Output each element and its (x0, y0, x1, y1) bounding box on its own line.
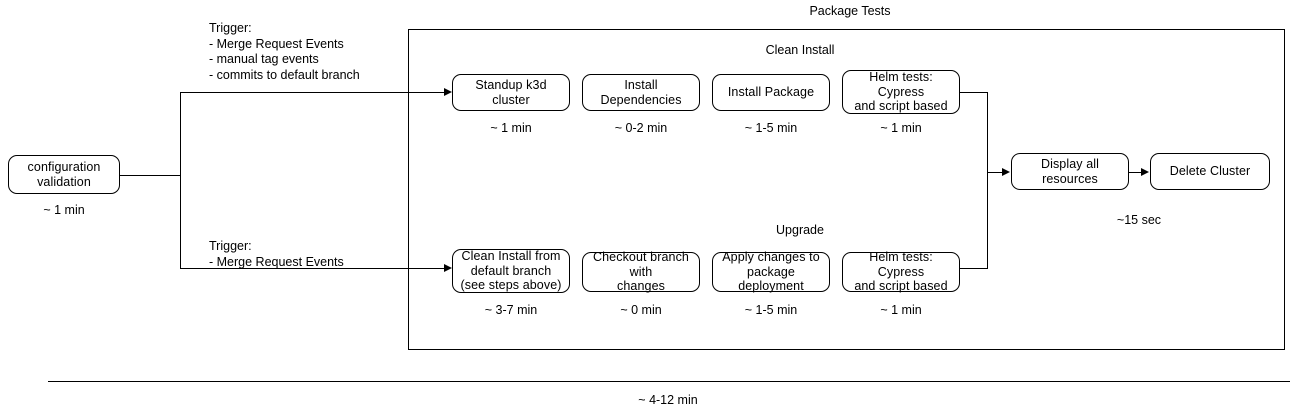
node-configuration-validation[interactable]: configuration validation (8, 155, 120, 194)
node-apply-changes-to-package-deployment[interactable]: Apply changes to package deployment (712, 250, 830, 293)
package-tests-container (408, 29, 1285, 350)
node-install-dependencies[interactable]: Install Dependencies (582, 74, 700, 111)
connector-display-resources-to-delete-cluster (1129, 172, 1143, 173)
trigger-upgrade-text: Trigger: - Merge Request Events (209, 239, 344, 269)
package-tests-title: Package Tests (809, 4, 891, 18)
duration-install-package: ~ 1-5 min (744, 121, 798, 135)
node-checkout-branch-with-changes[interactable]: Checkout branch with changes (582, 250, 700, 293)
connector-start-to-split (120, 175, 181, 176)
connector-merge-to-display-resources (987, 172, 1005, 173)
total-duration-label: ~ 4-12 min (638, 393, 698, 407)
node-standup-k3d-cluster[interactable]: Standup k3d cluster (452, 74, 570, 111)
connector-merge-bus (987, 92, 988, 269)
arrowhead-clean-install-entry (444, 87, 452, 96)
duration-checkout-branch-with-changes: ~ 0 min (620, 303, 662, 317)
duration-clean-install-from-default-branch: ~ 3-7 min (484, 303, 538, 317)
arrowhead-delete-cluster-entry (1141, 167, 1149, 176)
node-display-all-resources[interactable]: Display all resources (1011, 153, 1129, 190)
node-helm-tests-upgrade[interactable]: Helm tests: Cypress and script based (842, 250, 960, 293)
duration-configuration-validation: ~ 1 min (43, 203, 85, 217)
node-install-package[interactable]: Install Package (712, 74, 830, 111)
duration-teardown: ~15 sec (1116, 213, 1162, 227)
duration-helm-tests-upgrade: ~ 1 min (880, 303, 922, 317)
total-duration-rule (48, 381, 1290, 382)
node-helm-tests-clean-install[interactable]: Helm tests: Cypress and script based (842, 70, 960, 114)
lane-title-clean-install: Clean Install (765, 43, 835, 57)
trigger-clean-install-text: Trigger: - Merge Request Events - manual… (209, 21, 360, 82)
duration-helm-tests-clean-install: ~ 1 min (880, 121, 922, 135)
arrowhead-display-resources-entry (1002, 167, 1010, 176)
duration-apply-changes-to-package-deployment: ~ 1-5 min (744, 303, 798, 317)
connector-split-to-clean-install (180, 92, 449, 93)
connector-upgrade-to-merge (960, 268, 988, 269)
arrowhead-upgrade-entry (444, 263, 452, 272)
duration-standup-k3d-cluster: ~ 1 min (490, 121, 532, 135)
node-clean-install-from-default-branch[interactable]: Clean Install from default branch (see s… (452, 249, 570, 293)
connector-clean-install-to-merge (960, 92, 988, 93)
connector-split-bus (180, 92, 181, 269)
duration-install-dependencies: ~ 0-2 min (614, 121, 668, 135)
lane-title-upgrade: Upgrade (776, 223, 824, 237)
connector-split-to-upgrade (180, 268, 449, 269)
node-delete-cluster[interactable]: Delete Cluster (1150, 153, 1270, 190)
